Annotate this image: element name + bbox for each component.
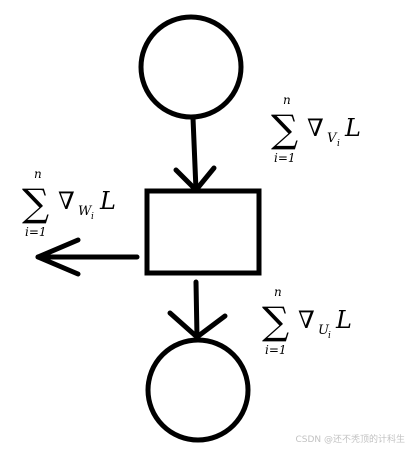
- label-grad-w-index: i: [91, 212, 94, 222]
- label-grad-w-var: W: [78, 204, 93, 219]
- label-grad-v-lower: i=1: [274, 151, 296, 165]
- label-grad-v-var: V: [327, 131, 338, 146]
- label-grad-u-index: i: [328, 331, 331, 341]
- label-grad-w: n ∑ i=1 ∇ W i L: [22, 167, 116, 239]
- label-grad-v-upper: n: [283, 93, 291, 107]
- label-grad-v-sigma: ∑: [271, 107, 298, 151]
- arrow-box-to-bottom: [167, 279, 228, 340]
- top-node: [138, 14, 244, 120]
- label-grad-w-lower: i=1: [25, 225, 47, 239]
- arrow-top-to-box: [173, 115, 217, 193]
- label-grad-w-upper: n: [34, 167, 42, 181]
- label-grad-u-lower: i=1: [265, 343, 287, 357]
- label-grad-v-index: i: [337, 139, 340, 149]
- watermark: CSDN @还不秃顶的计科生: [295, 435, 405, 445]
- label-grad-w-loss: L: [99, 187, 116, 215]
- label-grad-u-sigma: ∑: [262, 299, 289, 343]
- label-grad-v-nabla: ∇: [307, 114, 324, 142]
- label-grad-u-loss: L: [335, 306, 352, 334]
- label-grad-u-nabla: ∇: [298, 306, 315, 334]
- label-grad-u: n ∑ i=1 ∇ U i L: [262, 285, 352, 357]
- label-grad-w-nabla: ∇: [58, 187, 75, 215]
- bottom-node: [145, 337, 251, 443]
- arrow-box-to-left: [35, 237, 140, 277]
- label-grad-v: n ∑ i=1 ∇ V i L: [271, 93, 361, 165]
- label-grad-w-sigma: ∑: [22, 181, 49, 225]
- hidden-box: [144, 188, 262, 276]
- label-grad-u-var: U: [318, 323, 330, 338]
- label-grad-u-upper: n: [274, 285, 282, 299]
- label-grad-v-loss: L: [344, 114, 361, 142]
